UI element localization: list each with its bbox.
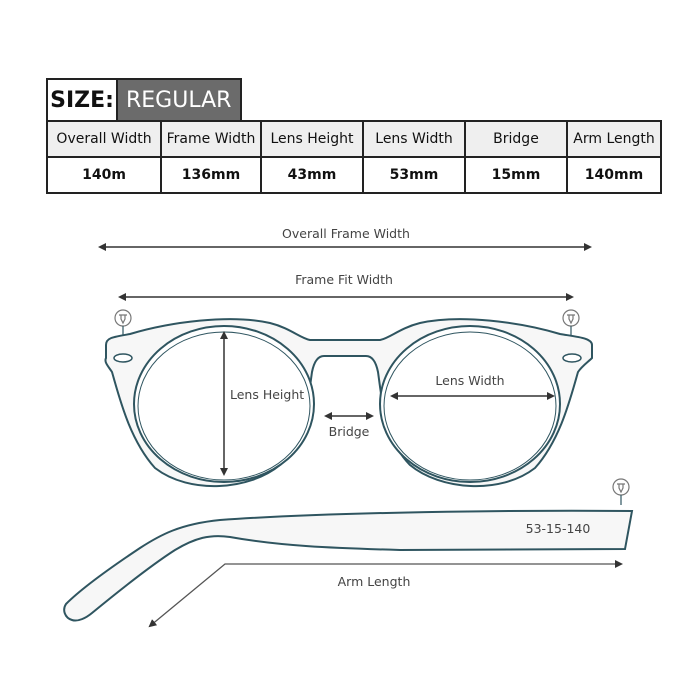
arm-length-arrow [148, 560, 623, 628]
arm-marking: 53-15-140 [526, 521, 591, 536]
frame-fit-width-label: Frame Fit Width [295, 272, 393, 287]
header-frame-width: Frame Width [160, 120, 262, 158]
header-overall-width: Overall Width [46, 120, 162, 158]
value-lens-height: 43mm [260, 156, 364, 194]
header-arm-length: Arm Length [566, 120, 662, 158]
table-header-row: Overall Width Frame Width Lens Height Le… [46, 120, 662, 158]
screw-icon [612, 478, 630, 505]
hinge-right [562, 353, 582, 363]
value-arm-length: 140mm [566, 156, 662, 194]
value-bridge: 15mm [464, 156, 568, 194]
header-bridge: Bridge [464, 120, 568, 158]
screw-icon [562, 309, 580, 336]
lens-height-label: Lens Height [230, 387, 304, 402]
arm-length-label: Arm Length [338, 574, 411, 589]
screw-icon [114, 309, 132, 336]
value-frame-width: 136mm [160, 156, 262, 194]
size-label: SIZE: [46, 78, 116, 120]
hinge-left [113, 353, 133, 363]
right-lens [379, 325, 561, 483]
bridge-label: Bridge [329, 424, 370, 439]
lens-width-label: Lens Width [435, 373, 504, 388]
temple-arm [63, 509, 634, 622]
value-lens-width: 53mm [362, 156, 466, 194]
size-value: REGULAR [116, 78, 242, 122]
value-overall-width: 140m [46, 156, 162, 194]
header-lens-width: Lens Width [362, 120, 466, 158]
overall-frame-width-label: Overall Frame Width [282, 226, 410, 241]
measurement-table: Overall Width Frame Width Lens Height Le… [46, 120, 662, 194]
header-lens-height: Lens Height [260, 120, 364, 158]
table-row: 140m 136mm 43mm 53mm 15mm 140mm [46, 156, 662, 194]
